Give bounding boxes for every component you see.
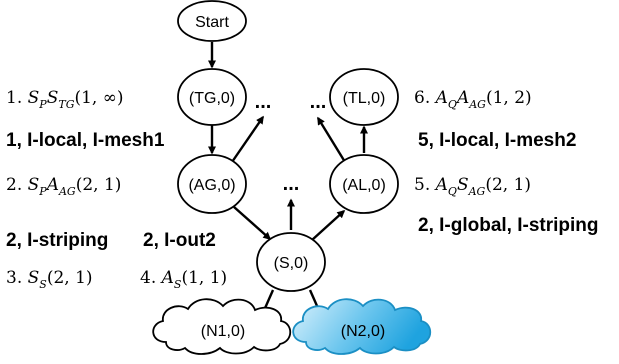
node-s-label: (S,0) (274, 255, 309, 272)
step-4: 4. AS(1, 1) (140, 268, 227, 291)
edge-al-up (316, 116, 347, 163)
edge-ag-up (231, 115, 264, 163)
node-tl: (TL,0) (329, 68, 399, 126)
label-global-striping: 2, I-global, I-striping (418, 215, 599, 236)
step-1: 1. SPSTG(1, ∞) (6, 88, 124, 111)
step-6: 6. AQAAG(1, 2) (414, 88, 532, 111)
node-ag-label: (AG,0) (188, 177, 235, 194)
label-striping: 2, I-striping (6, 230, 108, 251)
node-n2-label: (N2,0) (341, 323, 385, 340)
edge-s-al (311, 209, 346, 241)
node-tg-label: (TG,0) (189, 90, 235, 107)
step-5: 5. AQSAG(2, 1) (414, 175, 531, 198)
node-s: (S,0) (256, 232, 326, 292)
step-3: 3. SS(2, 1) (6, 268, 93, 291)
label-local-mesh2: 5, I-local, I-mesh2 (418, 130, 576, 151)
node-n1-cloud: (N1,0) (152, 298, 292, 355)
edge-ag-s (233, 206, 272, 240)
node-al: (AL,0) (329, 154, 399, 214)
ellipsis-left: ... (255, 91, 272, 113)
node-ag: (AG,0) (177, 154, 247, 214)
step-2: 2. SPAAG(2, 1) (6, 175, 121, 198)
label-local-mesh1: 1, I-local, I-mesh1 (6, 130, 165, 151)
node-al-label: (AL,0) (342, 177, 386, 194)
node-n1-label: (N1,0) (201, 323, 245, 340)
ellipsis-mid: ... (283, 173, 300, 195)
node-tg: (TG,0) (177, 68, 247, 126)
label-out2: 2, I-out2 (143, 230, 216, 251)
node-start: Start (177, 0, 247, 42)
ellipsis-right: ... (310, 91, 327, 113)
node-n2-cloud: (N2,0) (292, 298, 432, 355)
node-tl-label: (TL,0) (343, 90, 386, 107)
node-start-label: Start (195, 14, 229, 31)
